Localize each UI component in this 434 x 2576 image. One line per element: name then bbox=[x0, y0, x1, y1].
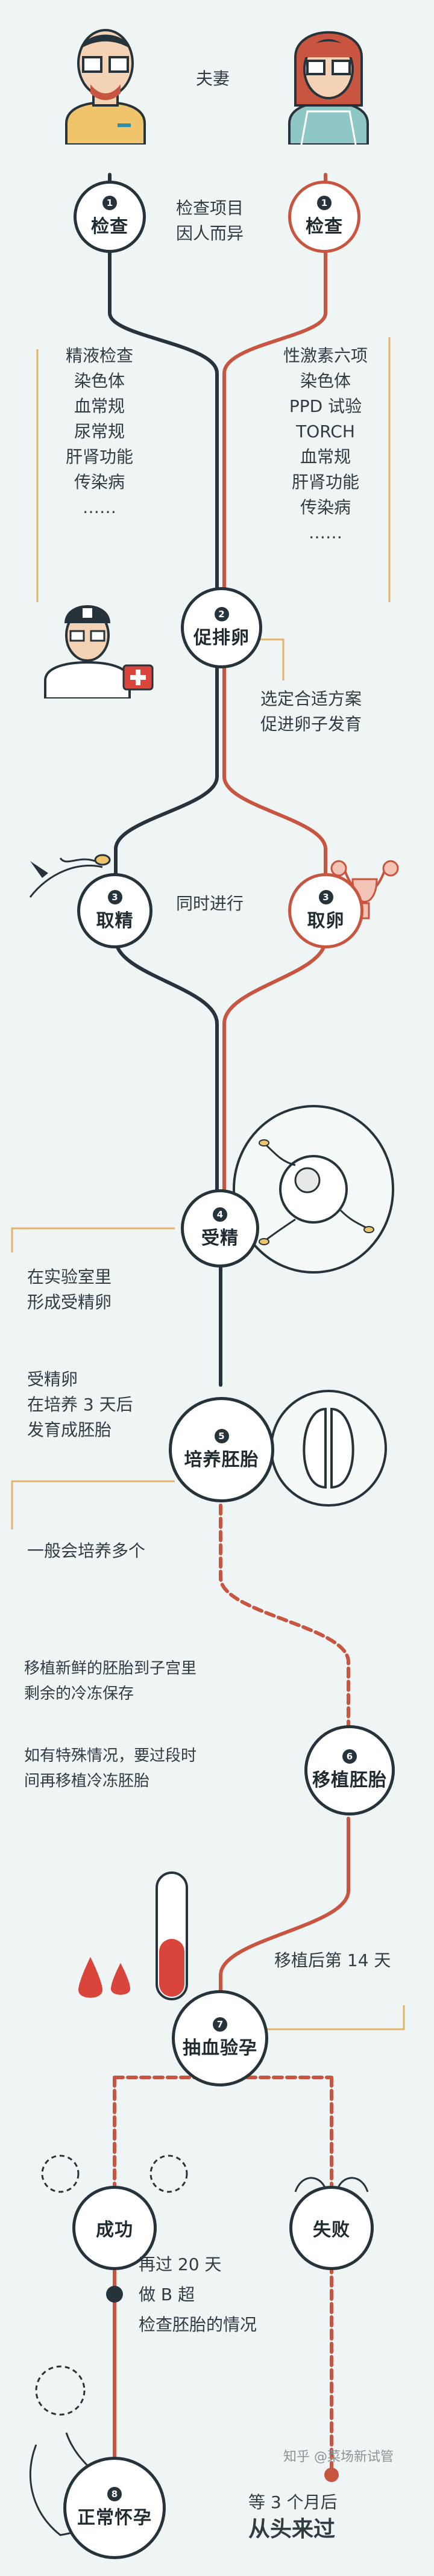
step-label: 失败 bbox=[313, 2220, 350, 2241]
step-number: 3 bbox=[318, 889, 333, 904]
transfer-note-line: 剩余的冷冻保存 bbox=[24, 1685, 134, 1703]
accent-stim bbox=[253, 638, 285, 680]
step-label: 取卵 bbox=[307, 910, 345, 932]
step-number: 4 bbox=[213, 1207, 227, 1222]
step-label: 促排卵 bbox=[193, 627, 250, 649]
husband-icon bbox=[65, 29, 146, 145]
success-note-line: 做 B 超 bbox=[139, 2285, 195, 2304]
step-egg: 3 取卵 bbox=[288, 873, 363, 948]
transfer-note-2-line: 如有特殊情况，要过段时 bbox=[24, 1747, 197, 1765]
list-item: …… bbox=[83, 497, 116, 517]
step-number: 6 bbox=[342, 1749, 357, 1764]
culture-note-line: 受精卵 bbox=[27, 1369, 78, 1389]
wings-icon bbox=[294, 2177, 369, 2192]
reason-note-line: 检查项目 bbox=[176, 198, 244, 218]
list-item: 血常规 bbox=[300, 447, 351, 467]
line-to-transfer bbox=[219, 1504, 350, 1730]
accent-culture bbox=[11, 1480, 175, 1529]
female-check-list: 性激素六项 染色体 PPD 试验 TORCH 血常规 肝肾功能 传染病 …… bbox=[271, 343, 380, 546]
doctor-icon bbox=[44, 605, 154, 698]
step-number: 5 bbox=[214, 1428, 229, 1443]
step-label: 检查 bbox=[306, 216, 343, 237]
couple-label: 夫妻 bbox=[196, 69, 230, 89]
list-item: 肝肾功能 bbox=[65, 447, 133, 467]
failure-dot bbox=[324, 2468, 339, 2482]
failure-note-line: 等 3 个月后 bbox=[248, 2492, 338, 2512]
step-transfer: 6 移植胚胎 bbox=[304, 1725, 395, 1815]
step-success: 成功 bbox=[72, 2186, 157, 2270]
simultaneous-note: 同时进行 bbox=[176, 894, 244, 913]
step-label: 检查 bbox=[91, 216, 128, 237]
culture-note-line: 发育成胚胎 bbox=[27, 1420, 112, 1440]
sperm-icon bbox=[29, 854, 111, 898]
step-stimulation: 2 促排卵 bbox=[181, 587, 262, 668]
accent-blood bbox=[253, 2005, 405, 2030]
step-number: 7 bbox=[213, 2017, 227, 2032]
male-path-line bbox=[108, 173, 219, 604]
step-check-male: 1 检查 bbox=[74, 181, 146, 253]
transfer-note-line: 移植新鲜的胚胎到子宫里 bbox=[24, 1660, 197, 1678]
step-number: 3 bbox=[107, 889, 122, 904]
list-item: 精液检查 bbox=[65, 346, 133, 366]
list-item: PPD 试验 bbox=[289, 396, 362, 416]
list-item: 传染病 bbox=[74, 472, 125, 492]
wife-icon bbox=[288, 31, 369, 145]
fertilize-note-line: 在实验室里 bbox=[27, 1267, 112, 1287]
transfer-note-2-line: 间再移植冷冻胚胎 bbox=[24, 1772, 150, 1790]
step-number: 1 bbox=[102, 196, 117, 210]
list-item: TORCH bbox=[296, 422, 355, 441]
step-number: 8 bbox=[107, 2487, 122, 2501]
step-failure: 失败 bbox=[289, 2186, 374, 2270]
list-item: 染色体 bbox=[300, 371, 351, 391]
blood-test-icon bbox=[78, 1871, 188, 2000]
stimulation-note-line: 选定合适方案 bbox=[260, 689, 362, 709]
stimulation-note-line: 促进卵子发育 bbox=[260, 714, 362, 734]
step-label: 受精 bbox=[201, 1228, 239, 1249]
male-check-list: 精液检查 染色体 血常规 尿常规 肝肾功能 传染病 …… bbox=[54, 343, 145, 520]
step-fertilize: 4 受精 bbox=[181, 1189, 259, 1268]
flowers-icon bbox=[41, 2154, 188, 2193]
fertilize-note-line: 形成受精卵 bbox=[27, 1292, 112, 1312]
step-check-female: 1 检查 bbox=[288, 181, 360, 253]
step-label: 正常怀孕 bbox=[77, 2507, 152, 2528]
step-label: 移植胚胎 bbox=[312, 1770, 387, 1791]
step-label: 抽血验孕 bbox=[183, 2038, 257, 2059]
step-pregnancy: 8 正常怀孕 bbox=[63, 2457, 166, 2559]
success-dot bbox=[106, 2286, 123, 2303]
reason-note-line: 因人而异 bbox=[176, 223, 244, 243]
embryo-icon bbox=[270, 1390, 387, 1507]
step-label: 成功 bbox=[96, 2220, 133, 2241]
list-item: 传染病 bbox=[300, 497, 351, 517]
culture-note-line: 在培养 3 天后 bbox=[27, 1395, 133, 1414]
step-sperm: 3 取精 bbox=[77, 873, 153, 948]
failure-note-line: 从头来过 bbox=[248, 2517, 336, 2542]
list-item: 尿常规 bbox=[74, 422, 125, 441]
step-label: 取精 bbox=[96, 910, 134, 932]
accent-fertilize bbox=[11, 1227, 175, 1252]
list-item: 肝肾功能 bbox=[291, 472, 359, 492]
step-number: 1 bbox=[317, 196, 332, 210]
list-item: 染色体 bbox=[74, 371, 125, 391]
step-label: 培养胚胎 bbox=[184, 1449, 259, 1470]
success-note-line: 再过 20 天 bbox=[139, 2254, 222, 2274]
fertilization-icon bbox=[233, 1105, 394, 1274]
list-item: 性激素六项 bbox=[283, 346, 368, 366]
success-note-line: 检查胚胎的情况 bbox=[139, 2315, 257, 2335]
step-blood-test: 7 抽血验孕 bbox=[172, 1990, 268, 2086]
list-item: …… bbox=[309, 523, 342, 543]
female-path-line bbox=[222, 173, 327, 604]
list-item: 血常规 bbox=[74, 396, 125, 416]
line-to-blood-test bbox=[219, 1817, 350, 1995]
step-number: 2 bbox=[214, 606, 229, 621]
culture-note-2: 一般会培养多个 bbox=[27, 1541, 146, 1561]
step-culture: 5 培养胚胎 bbox=[169, 1397, 274, 1502]
watermark: 知乎 @菜场新试管 bbox=[283, 2450, 394, 2465]
blood-note: 移植后第 14 天 bbox=[274, 1950, 391, 1970]
